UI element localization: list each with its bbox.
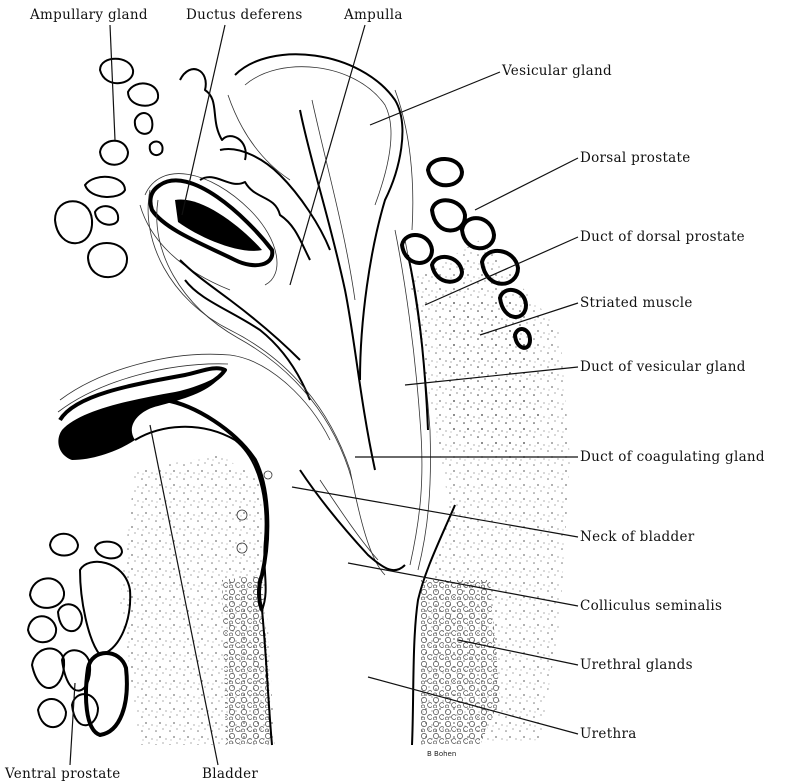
ventral-prostate-lobules	[28, 534, 130, 735]
ampullary-gland-lobules	[55, 59, 163, 277]
ductus-deferens-shape	[140, 174, 277, 290]
label-colliculus-seminalis: Colliculus seminalis	[580, 598, 722, 614]
label-duct-coagulating-gland: Duct of coagulating gland	[580, 449, 765, 465]
label-ductus-deferens: Ductus deferens	[186, 7, 303, 23]
label-bladder: Bladder	[202, 766, 258, 782]
artist-signature: B Bohen	[427, 750, 456, 758]
label-ampulla: Ampulla	[343, 7, 403, 23]
label-urethra: Urethra	[580, 726, 637, 742]
urethral-glands-right	[420, 580, 500, 745]
label-striated-muscle: Striated muscle	[580, 295, 693, 311]
vesicular-gland-sac	[228, 54, 402, 470]
label-vesicular-gland: Vesicular gland	[501, 63, 612, 79]
label-dorsal-prostate: Dorsal prostate	[580, 150, 691, 166]
label-urethral-glands: Urethral glands	[580, 657, 693, 673]
label-ventral-prostate: Ventral prostate	[4, 766, 121, 782]
label-ampullary-gland: Ampullary gland	[29, 7, 148, 23]
label-duct-vesicular-gland: Duct of vesicular gland	[580, 359, 746, 375]
label-neck-of-bladder: Neck of bladder	[580, 529, 695, 545]
label-duct-dorsal-prostate: Duct of dorsal prostate	[580, 229, 745, 245]
